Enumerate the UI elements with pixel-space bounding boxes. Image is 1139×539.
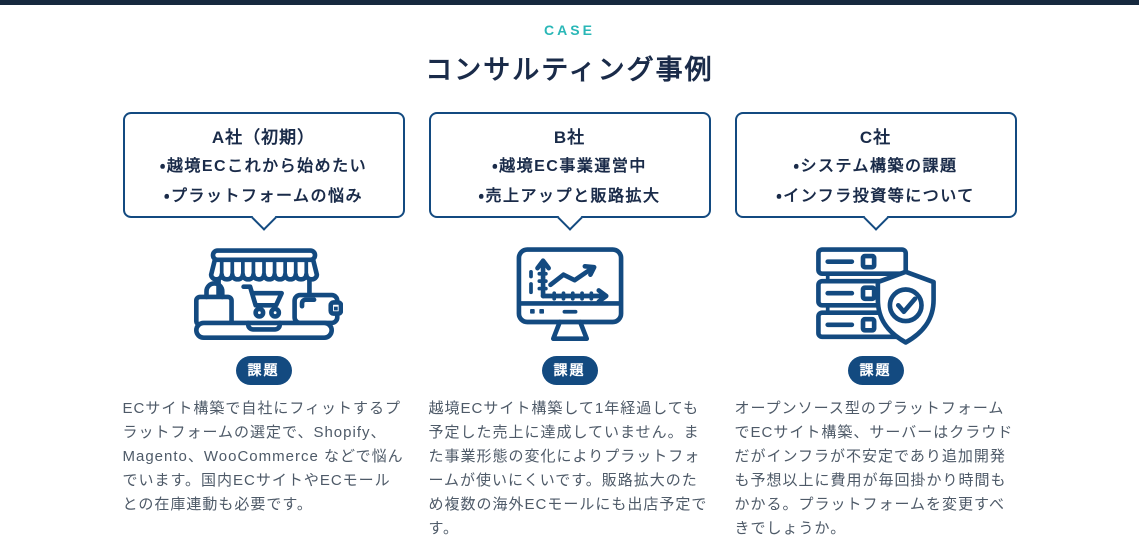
company-name: A社（初期） [211,128,316,147]
case-description: 越境ECサイト構築して1年経過しても予定した売上に達成していません。また事業形態… [428,400,708,537]
company-name: B社 [553,128,586,147]
case-bullet: ・売上アップと販路拡大 [478,188,661,205]
issue-badge: 課題 [847,356,904,385]
case-bullet: ・越境ECこれから始めたい [159,158,368,175]
consulting-case-section: CASE コンサルティング事例 A社（初期） ・越境ECこれから始めたい ・プラ… [0,22,1139,539]
issue-badge: 課題 [541,356,598,385]
case-bullet: ・システム構築の課題 [793,158,958,175]
company-name: C社 [859,128,892,147]
page-title: コンサルティング事例 [425,55,714,85]
ec-store-icon [123,244,405,348]
section-eyebrow-label: CASE [544,22,595,38]
case-card-company-a: A社（初期） ・越境ECこれから始めたい ・プラットフォームの悩み [122,112,405,539]
case-description: オープンソース型のプラットフォームでECサイト構築、サーバーはクラウドだがインフ… [734,400,1014,537]
issue-badge: 課題 [235,356,292,385]
analytics-monitor-icon [429,244,711,348]
speech-bubble-b: B社 ・越境EC事業運営中 ・売上アップと販路拡大 [428,112,711,231]
case-card-company-b: B社 ・越境EC事業運営中 ・売上アップと販路拡大 [428,112,711,539]
case-bullet: ・インフラ投資等について [776,188,975,205]
speech-bubble-c: C社 ・システム構築の課題 ・インフラ投資等について [734,112,1017,231]
case-bullet: ・プラットフォームの悩み [164,188,363,205]
server-shield-icon [735,244,1017,348]
case-bullet: ・越境EC事業運営中 [492,158,647,175]
top-divider-strip [0,0,1139,5]
case-cards-row: A社（初期） ・越境ECこれから始めたい ・プラットフォームの悩み [0,112,1139,539]
case-card-company-c: C社 ・システム構築の課題 ・インフラ投資等について [734,112,1017,539]
speech-bubble-a: A社（初期） ・越境ECこれから始めたい ・プラットフォームの悩み [122,112,405,231]
case-description: ECサイト構築で自社にフィットするプラットフォームの選定で、Shopify、Ma… [122,400,404,513]
